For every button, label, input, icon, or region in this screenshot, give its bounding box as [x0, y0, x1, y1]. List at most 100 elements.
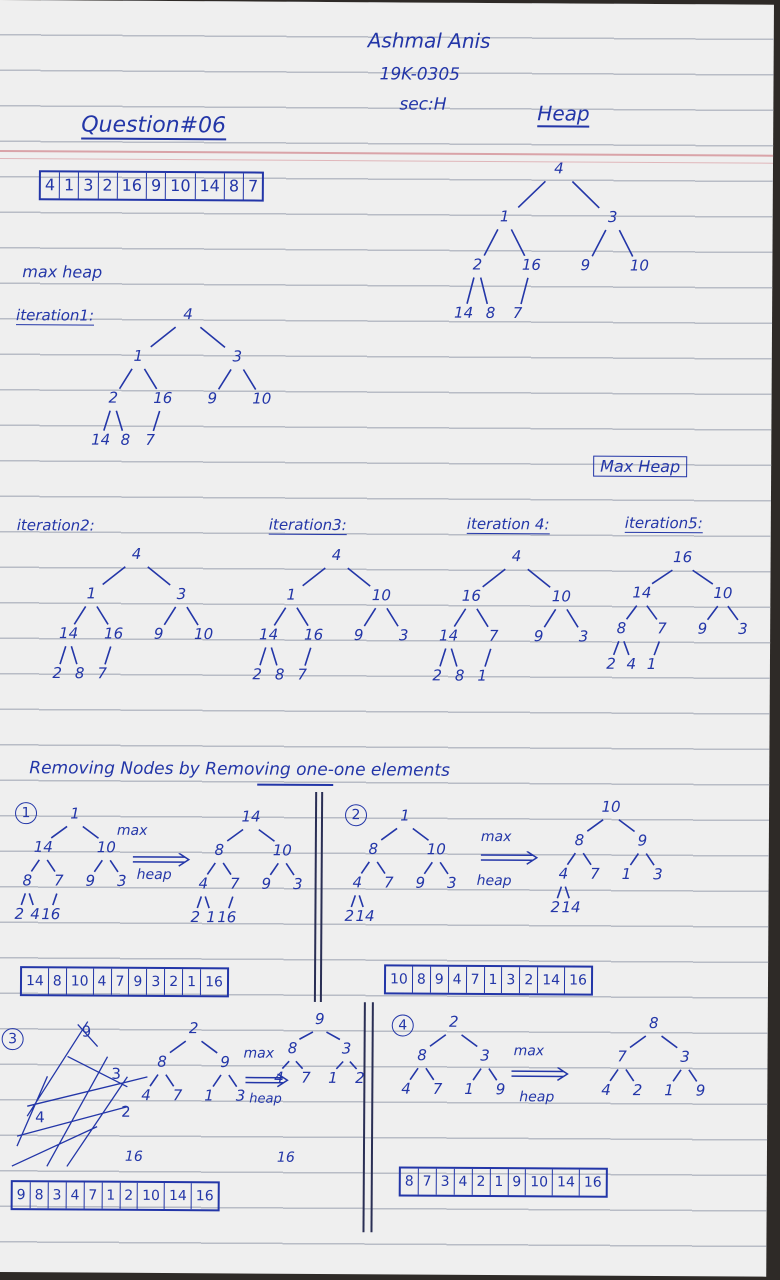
tree-node: 3	[399, 626, 409, 644]
removed-node: 16	[276, 1149, 295, 1166]
tree-edge	[483, 228, 499, 256]
student-name: Ashmal Anis	[367, 28, 491, 53]
tree-node: 7	[657, 619, 667, 637]
tree-node: 16	[153, 389, 172, 407]
array-cell: 14	[195, 173, 225, 200]
tree-node: 14	[439, 626, 458, 644]
tree-node: 9	[638, 832, 648, 850]
tree-edge	[653, 641, 661, 656]
tree-edge	[488, 1068, 498, 1081]
tree-edge	[688, 1069, 698, 1082]
tree-edge	[217, 368, 232, 390]
tree-node: 3	[447, 874, 457, 892]
tree-node: 2	[449, 1013, 459, 1031]
tree-node: 16	[673, 548, 692, 566]
tree-edge	[629, 1035, 647, 1049]
tree-edge	[295, 1060, 304, 1070]
tree-edge	[102, 566, 126, 586]
tree-edge	[450, 648, 458, 667]
tree-node: 2	[14, 905, 24, 923]
tree-edge	[199, 326, 226, 349]
tree-edge	[259, 647, 267, 666]
tree-node: 4	[559, 865, 569, 883]
tree-node: 2	[606, 655, 616, 673]
tree-node: 8	[75, 664, 85, 682]
tree-node: 14	[632, 584, 651, 602]
tree-edge	[360, 861, 370, 874]
tree-edge	[510, 229, 526, 257]
tree-node: 7	[173, 1086, 183, 1104]
array-cell: 9	[129, 968, 148, 995]
array-cell: 1	[59, 172, 80, 199]
tree-node: 10	[713, 584, 732, 602]
array-cell: 2	[472, 1168, 491, 1196]
tree-edge	[46, 859, 56, 872]
tree-edge	[376, 861, 386, 875]
tree-node: 2	[108, 389, 118, 407]
tree-edge	[96, 606, 109, 625]
tree-node: 3	[579, 627, 589, 645]
tree-edge	[358, 895, 364, 908]
array-cell: 7	[466, 966, 485, 993]
tree-edge	[380, 827, 398, 841]
tree-edge	[281, 1060, 290, 1070]
tree-node: 4	[512, 547, 522, 565]
tree-node: 4	[199, 874, 209, 892]
tree-edge	[479, 277, 489, 305]
tree-node: 3	[680, 1048, 690, 1066]
tree-edge	[425, 1067, 435, 1081]
iteration-3-label: iteration3:	[268, 515, 347, 536]
tree-node: 4	[30, 905, 40, 923]
tree-node: 8	[649, 1014, 659, 1032]
tree-edge	[466, 277, 475, 304]
tree-edge	[165, 1074, 175, 1087]
tree-edge	[273, 607, 287, 626]
tree-node: 7	[489, 627, 499, 645]
tree-edge	[566, 852, 577, 866]
heap-label: heap	[476, 872, 512, 890]
tree-edge	[147, 566, 171, 586]
array-cell: 9	[146, 172, 167, 200]
array-cell: 1	[490, 1169, 509, 1196]
tree-node: 8	[617, 619, 627, 637]
tree-node: 3	[342, 1040, 352, 1058]
svg-text:3: 3	[111, 1065, 121, 1083]
tree-node: 1	[70, 804, 80, 822]
tree-node: 1	[328, 1069, 338, 1087]
tree-node: 2	[473, 255, 483, 273]
tree-edge	[20, 893, 27, 906]
tree-node: 16	[462, 587, 481, 605]
tree-edge	[484, 648, 492, 667]
tree-node: 9	[86, 872, 96, 890]
tree-edge	[349, 1061, 358, 1070]
tree-node: 14	[259, 625, 278, 643]
tree-edge	[228, 1074, 238, 1088]
tree-node: 9	[496, 1080, 506, 1098]
heap-label: heap	[519, 1089, 555, 1106]
tree-node: 7	[513, 304, 523, 322]
tree-edge	[476, 608, 489, 628]
tree-node: 4	[332, 546, 342, 564]
array-cell: 1	[484, 966, 503, 994]
removed-node: 16	[124, 1148, 143, 1165]
tree-edge	[439, 861, 449, 875]
tree-node: 8	[486, 304, 496, 322]
array-cell: 16	[195, 1188, 214, 1205]
tree-node: 4	[554, 159, 564, 177]
tree-edge	[299, 1031, 314, 1040]
tree-edge	[104, 646, 112, 665]
max-heap-label: max heap	[22, 262, 103, 282]
tree-node: 2	[344, 907, 354, 925]
section: sec:H	[399, 94, 447, 115]
tree-node: 10	[273, 841, 292, 859]
tree-node: 8	[121, 431, 131, 449]
tree-edge	[28, 893, 34, 906]
tree-node: 1	[87, 584, 97, 602]
tree-edge	[302, 567, 326, 587]
